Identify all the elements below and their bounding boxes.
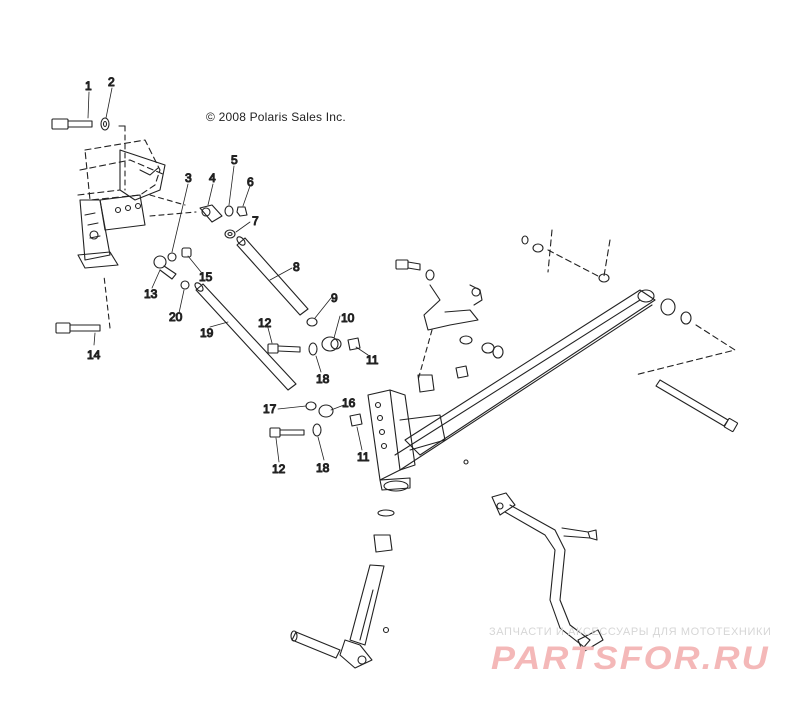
- steering-support-bracket: [395, 259, 504, 393]
- steering-post-hardware: [521, 229, 736, 376]
- bolt-item-12-lower: [269, 427, 305, 438]
- washer-item-18-lower: [312, 423, 322, 437]
- copyright-notice: © 2008 Polaris Sales Inc.: [206, 110, 346, 124]
- nut-item-3: [167, 252, 177, 262]
- callout-1: 1: [85, 79, 92, 93]
- nut-item-11-upper: [347, 337, 361, 351]
- long-bolt: [655, 379, 739, 433]
- callout-2: 2: [108, 75, 115, 89]
- tie-rod-end-item-4: [199, 204, 223, 223]
- callout-18-upper: 18: [316, 372, 330, 386]
- callout-19: 19: [200, 326, 214, 340]
- steering-post-assembly: [367, 289, 656, 492]
- callout-6: 6: [247, 175, 254, 189]
- callout-17: 17: [263, 402, 277, 416]
- tie-rod-item-8: [236, 236, 309, 316]
- callout-14: 14: [87, 348, 101, 362]
- callout-10: 10: [341, 311, 355, 325]
- callout-20: 20: [169, 310, 183, 324]
- callout-5: 5: [231, 153, 238, 167]
- bolt-item-14: [55, 322, 101, 334]
- callout-3: 3: [185, 171, 192, 185]
- callout-16: 16: [342, 396, 356, 410]
- washer-item-18-upper: [308, 342, 318, 356]
- callout-13: 13: [144, 287, 158, 301]
- nut-item-17: [305, 401, 317, 411]
- bushing-item-10: [321, 336, 342, 352]
- chassis-frame-part: [77, 139, 186, 269]
- watermark-logo: PARTSFOR.RU: [491, 639, 770, 676]
- watermark-subtitle: ЗАПЧАСТИ И АКСЕССУАРЫ ДЛЯ МОТОТЕХНИКИ: [489, 626, 772, 638]
- callout-leader-lines: [87, 87, 369, 463]
- tie-rod-item-19: [194, 282, 297, 391]
- bolt-item-1: [51, 118, 93, 130]
- callout-11-lower: 11: [357, 450, 370, 464]
- washer-item-5: [224, 205, 234, 217]
- callout-labels: 1 2 3 4 5 6 7 8 9 10 11 11 12 12 13 14 1…: [84, 74, 379, 476]
- nut-item-20: [180, 280, 190, 290]
- lower-steering-shaft: [290, 509, 395, 669]
- callout-4: 4: [209, 171, 216, 185]
- callout-15: 15: [199, 270, 213, 284]
- bolt-item-12-upper: [267, 343, 301, 354]
- nut-item-6: [236, 206, 248, 217]
- callout-12-lower: 12: [272, 462, 286, 476]
- callout-7: 7: [252, 214, 259, 228]
- callout-12-upper: 12: [258, 316, 272, 330]
- callout-9: 9: [331, 291, 338, 305]
- tie-rod-end-item-13: [153, 255, 177, 280]
- nut-item-11-lower: [349, 413, 363, 427]
- callout-18-lower: 18: [316, 461, 330, 475]
- nut-item-7: [224, 229, 236, 239]
- nut-item-9: [306, 317, 318, 327]
- callout-8: 8: [293, 260, 300, 274]
- steering-arm: [491, 492, 604, 653]
- bushing-item-16: [318, 404, 334, 418]
- washer-item-2: [100, 117, 110, 131]
- callout-11-upper: 11: [366, 353, 379, 367]
- spacer-item-15: [181, 247, 192, 258]
